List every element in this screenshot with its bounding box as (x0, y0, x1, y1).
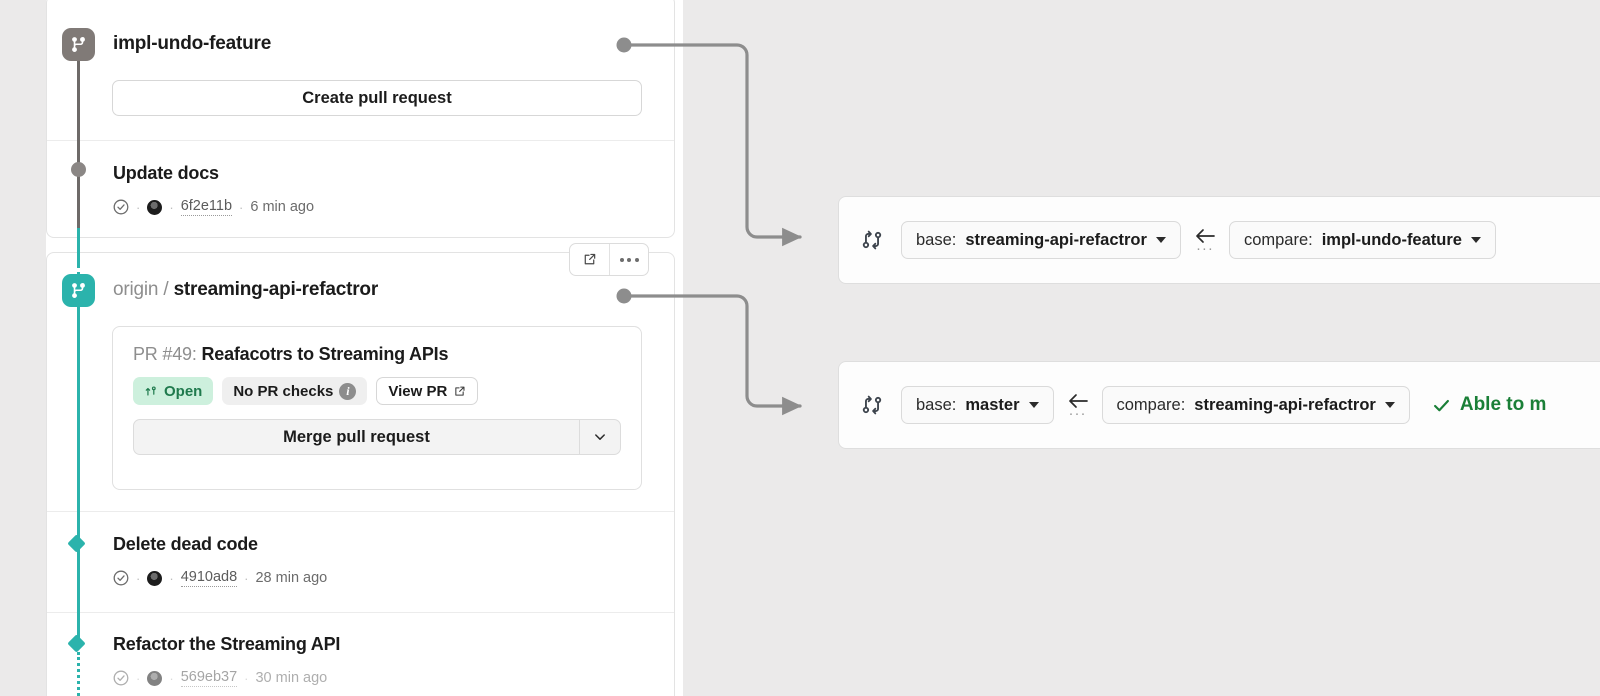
branch-name-text: impl-undo-feature (113, 33, 272, 54)
pull-request-number: PR #49: (133, 344, 197, 364)
compare-value: streaming-api-refactror (1194, 395, 1376, 414)
git-branch-icon (62, 28, 95, 61)
panel-left-margin (0, 0, 46, 696)
pull-request-title[interactable]: PR #49: Reafacotrs to Streaming APIs (133, 344, 448, 365)
meta-separator: · (136, 670, 141, 686)
base-branch-select[interactable]: base: streaming-api-refactror (901, 221, 1181, 259)
commit-message[interactable]: Delete dead code (113, 534, 258, 554)
commit-meta-row: · · 6f2e11b · 6 min ago (113, 198, 314, 216)
chevron-down-icon[interactable] (580, 420, 620, 454)
merge-status: Able to m (1432, 394, 1547, 416)
commit-sha[interactable]: 569eb37 (180, 669, 238, 687)
check-icon (1433, 399, 1449, 411)
branch-spine-gray (77, 60, 80, 246)
compare-branch-select[interactable]: compare: impl-undo-feature (1228, 221, 1496, 259)
compare-label: compare: (1116, 395, 1186, 414)
commit-timestamp: 28 min ago (255, 570, 328, 586)
chevron-down-icon (1384, 402, 1395, 408)
branch-actions-group (569, 243, 649, 276)
commit-message[interactable]: Refactor the Streaming API (113, 634, 341, 654)
status-badge-open: Open (133, 377, 214, 405)
meta-separator: · (244, 570, 249, 586)
meta-separator: · (169, 199, 174, 215)
merge-status-label: Able to m (1459, 394, 1547, 415)
branch-spine-dotted (77, 652, 80, 696)
swap-branches-button[interactable]: ··· (1066, 392, 1090, 422)
arrow-left-icon (1196, 229, 1215, 243)
merge-pull-request-button[interactable]: Merge pull request (134, 420, 580, 454)
commit-meta-row: · · 4910ad8 · 28 min ago (113, 569, 327, 587)
commit-message[interactable]: Update docs (113, 163, 219, 183)
right-canvas (683, 0, 1600, 696)
meta-separator: · (169, 670, 174, 686)
avatar (147, 199, 163, 215)
view-pr-label: View PR (388, 382, 448, 400)
external-link-icon[interactable] (570, 244, 609, 275)
info-icon[interactable]: i (339, 382, 357, 400)
pr-checks-badge: No PR checks i (222, 377, 368, 405)
branch-name-separator: / (163, 279, 169, 300)
pull-request-title-text: Reafacotrs to Streaming APIs (201, 344, 449, 364)
pull-request-icon (145, 386, 156, 396)
base-branch-select[interactable]: base: master (901, 386, 1054, 424)
base-value: streaming-api-refactror (965, 230, 1147, 249)
git-compare-icon (861, 229, 883, 251)
compare-bar-streaming-api-refactror: base: master ··· compare: streaming-api-… (838, 361, 1600, 449)
base-label: base: (916, 395, 957, 414)
status-badge-label: Open (164, 382, 203, 400)
chevron-down-icon (1470, 237, 1481, 243)
base-label: base: (916, 230, 957, 249)
git-compare-icon (861, 394, 883, 416)
compare-branch-select[interactable]: compare: streaming-api-refactror (1101, 386, 1410, 424)
branch-name-text: streaming-api-refactror (173, 279, 379, 300)
view-pr-button[interactable]: View PR (376, 377, 479, 405)
external-link-icon (455, 386, 465, 396)
arrow-left-icon (1068, 394, 1088, 408)
compare-bar-impl-undo-feature: base: streaming-api-refactror ··· compar… (838, 196, 1600, 284)
chevron-down-icon (1028, 402, 1039, 408)
branch-spine-teal (77, 272, 80, 642)
pull-request-badges: Open No PR checks i View PR (133, 377, 479, 405)
swap-ellipsis: ··· (1068, 405, 1087, 422)
commit-timestamp: 30 min ago (255, 670, 328, 686)
more-options-icon[interactable] (609, 244, 648, 275)
pull-request-box: PR #49: Reafacotrs to Streaming APIs Ope… (112, 326, 642, 490)
check-circle-icon (113, 670, 129, 686)
merge-button-group: Merge pull request (133, 419, 621, 455)
branches-panel: impl-undo-feature Create pull request Up… (0, 0, 683, 696)
meta-separator: · (136, 570, 141, 586)
pr-checks-label: No PR checks (233, 382, 334, 400)
commit-node-dot (71, 162, 86, 177)
commit-meta-row: · · 569eb37 · 30 min ago (113, 669, 327, 687)
branch-card-impl-undo-feature (46, 0, 675, 238)
branch-spine-teal-top (77, 228, 80, 268)
swap-ellipsis: ··· (1195, 240, 1214, 257)
meta-separator: · (244, 670, 249, 686)
check-circle-icon (113, 199, 129, 215)
branch-remote-prefix: origin (113, 279, 159, 300)
branch-name-impl-undo-feature[interactable]: impl-undo-feature (113, 33, 271, 55)
compare-value: impl-undo-feature (1321, 230, 1462, 249)
avatar (147, 570, 163, 586)
meta-separator: · (136, 199, 141, 215)
git-branch-icon (62, 274, 95, 307)
meta-separator: · (239, 199, 244, 215)
meta-separator: · (169, 570, 174, 586)
branch-name-streaming-api-refactror[interactable]: origin / streaming-api-refactror (113, 279, 378, 301)
chevron-down-icon (1155, 237, 1166, 243)
commit-sha[interactable]: 6f2e11b (180, 198, 233, 216)
swap-branches-button[interactable]: ··· (1193, 227, 1217, 257)
avatar (147, 670, 163, 686)
commit-timestamp: 6 min ago (250, 199, 315, 215)
compare-label: compare: (1243, 230, 1313, 249)
card-divider (47, 140, 674, 141)
card-divider (47, 612, 674, 613)
commit-sha[interactable]: 4910ad8 (180, 569, 238, 587)
create-pull-request-button[interactable]: Create pull request (112, 80, 642, 116)
check-circle-icon (113, 570, 129, 586)
base-value: master (965, 395, 1020, 414)
card-divider (47, 511, 674, 512)
